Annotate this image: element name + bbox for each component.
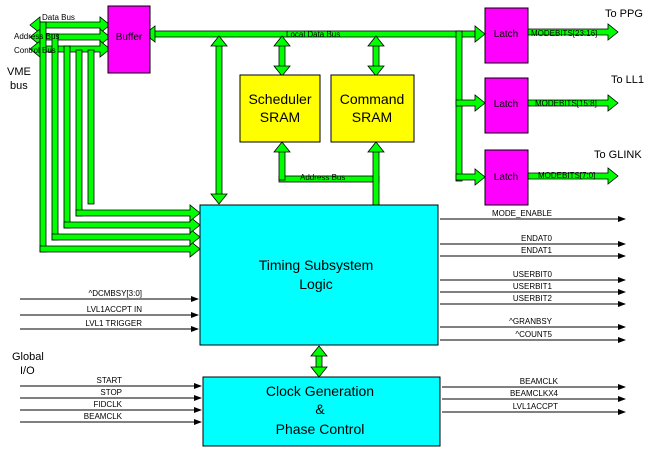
sram-address-bus-label: Address Bus <box>300 173 345 182</box>
vme-bus-drop-5 <box>87 49 95 205</box>
latch-block-ppg <box>484 7 529 64</box>
sram-address-arrow-left <box>273 141 291 153</box>
clock-output-0-label: BEAMCLK <box>520 377 559 386</box>
scheduler-label-2: SRAM <box>260 109 300 125</box>
to-ppg-label: To PPG <box>605 8 643 20</box>
vme-to-timing-3 <box>63 216 201 234</box>
address-bus-label: Address Bus <box>14 32 59 41</box>
clock-input-2-label: FIDCLK <box>94 400 123 409</box>
to-scheduler-top <box>273 35 291 47</box>
modebits-glink-line <box>527 167 619 185</box>
vme-control-drop <box>63 45 71 229</box>
local-bus-to-command <box>372 43 380 69</box>
timing-output-6-label: ^GRANBSY <box>509 317 553 326</box>
local-data-bus-label: Local Data Bus <box>286 30 340 39</box>
scheduler-sram-block <box>239 74 321 143</box>
local-bus-to-timing <box>215 43 223 195</box>
command-label-2: SRAM <box>352 109 392 125</box>
clock-label-3: Phase Control <box>276 421 365 437</box>
to-command-top <box>367 35 385 47</box>
local-bus-to-scheduler <box>278 43 286 69</box>
io-label: I/O <box>20 365 35 377</box>
timing-output-0-label: MODE_ENABLE <box>492 209 552 218</box>
modebits-ppg-line <box>527 23 619 41</box>
command-label-1: Command <box>340 91 405 107</box>
latch-ppg-label: Latch <box>494 29 518 40</box>
latch-block-glink <box>484 149 529 206</box>
vme-data-drop <box>39 21 47 253</box>
timing-input-1-label: LVL1ACCPT IN <box>87 305 143 314</box>
timing-output-7-label: ^COUNT5 <box>515 330 552 339</box>
control-bus-label: Control Bus <box>14 46 56 55</box>
timing-label-2: Logic <box>299 276 332 292</box>
timing-clock-arrow-bottom <box>310 366 328 378</box>
global-label: Global <box>12 351 44 363</box>
vme-to-timing-2 <box>51 228 201 246</box>
latch-ll1-label: Latch <box>494 99 518 110</box>
data-bus-label: Data Bus <box>42 13 75 22</box>
modebits-ppg-label: MODEBITS[23:16] <box>531 29 597 38</box>
timing-input-0-label: ^DCMBSY[3:0] <box>88 289 142 298</box>
local-bus-to-timing-top <box>210 35 228 47</box>
clock-output-1-label: BEAMCLKX4 <box>510 389 559 398</box>
timing-output-1-label: ENDAT0 <box>521 234 553 243</box>
local-data-bus-right-arrow <box>474 25 486 43</box>
vme-control-bus-line <box>39 40 111 58</box>
timing-clock-link <box>315 354 323 369</box>
timing-logic-block <box>199 204 439 346</box>
vme-address-drop <box>51 33 59 241</box>
timing-output-5-label: USERBIT2 <box>513 294 553 303</box>
clock-output-2-label: LVL1ACCPT <box>513 402 558 411</box>
bus-label: bus <box>10 80 28 92</box>
sram-address-bus-left <box>278 149 286 181</box>
buffer-label: Buffer <box>116 32 143 43</box>
to-ll1-label: To LL1 <box>611 74 644 86</box>
buffer-block <box>107 5 151 74</box>
clock-input-0-label: START <box>97 376 123 385</box>
modebits-glink-label: MODEBITS[7:0] <box>538 171 595 180</box>
scheduler-label-1: Scheduler <box>248 91 311 107</box>
latch-glink-label: Latch <box>494 172 518 183</box>
latch-feed-3 <box>455 168 486 186</box>
vme-address-bus-line <box>39 28 111 46</box>
timing-input-2-label: LVL1 TRIGGER <box>85 319 142 328</box>
clock-label-2: & <box>315 401 325 417</box>
to-scheduler-bottom <box>273 65 291 77</box>
to-glink-label: To GLINK <box>594 149 642 161</box>
timing-output-4-label: USERBIT1 <box>513 282 553 291</box>
vme-label: VME <box>7 66 31 78</box>
command-sram-block <box>330 74 415 143</box>
clock-input-3-label: BEAMCLK <box>84 412 123 421</box>
local-bus-to-timing-bottom <box>210 193 228 205</box>
clock-label-1: Clock Generation <box>266 383 374 399</box>
sram-address-bus-right <box>372 149 380 206</box>
clock-input-1-label: STOP <box>100 388 122 397</box>
timing-label-1: Timing Subsystem <box>259 257 374 273</box>
timing-clock-arrow-top <box>310 345 328 357</box>
vme-data-bus-line <box>39 16 111 34</box>
modebits-ll1-label: MODEBITS[15:8] <box>535 99 597 108</box>
vme-bus-drop-4 <box>75 49 83 217</box>
clock-generation-block <box>202 376 441 447</box>
timing-output-3-label: USERBIT0 <box>513 270 553 279</box>
latch-feed-2 <box>455 94 486 112</box>
sram-address-arrow-right <box>367 141 385 153</box>
to-command-bottom <box>367 65 385 77</box>
latch-block-ll1 <box>484 77 529 134</box>
modebits-ll1-line <box>527 94 619 112</box>
vme-to-timing-1 <box>39 240 201 258</box>
vme-to-timing-4 <box>75 204 201 222</box>
timing-output-2-label: ENDAT1 <box>521 246 553 255</box>
